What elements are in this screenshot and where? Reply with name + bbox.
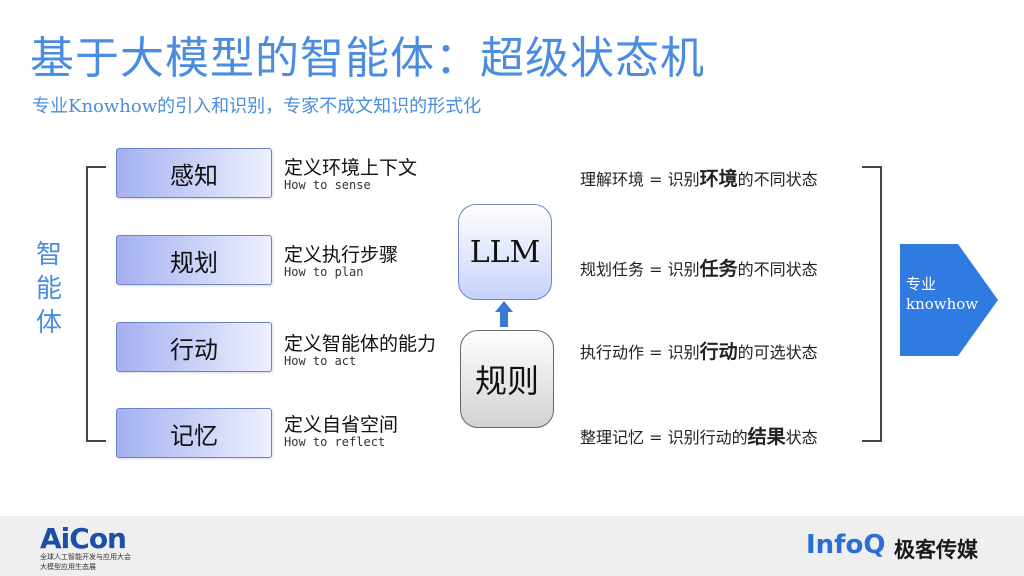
mapping-keyword: 行动 (699, 341, 738, 363)
aicon-tagline: 全球人工智能开发与应用大会 (40, 553, 131, 561)
mapping-post: 的不同状态 (737, 260, 818, 279)
stage-desc-zh: 定义智能体的能力 (284, 333, 437, 355)
mapping-post: 的不同状态 (737, 170, 818, 189)
infoq-logo: InfoQ (806, 530, 886, 560)
stage-box-act: 行动 (116, 322, 272, 372)
mapping-pre: 执行动作 = 识别 (580, 343, 700, 362)
stage-box-sense: 感知 (116, 148, 272, 198)
left-bracket (86, 166, 106, 442)
stage-desc-sense: 定义环境上下文 How to sense (284, 157, 417, 192)
mapping-environment: 理解环境 = 识别环境的不同状态 (580, 162, 852, 197)
stage-desc-zh: 定义执行步骤 (284, 244, 399, 266)
stage-desc-zh: 定义环境上下文 (284, 157, 418, 179)
mapping-keyword: 任务 (699, 258, 738, 280)
footer-bar (0, 516, 1024, 576)
mapping-post: 的可选状态 (737, 343, 818, 362)
aicon-logo: AiCon (40, 522, 127, 555)
arrow-label-line: 专业 (906, 275, 937, 293)
right-arrow-icon (900, 244, 998, 356)
stage-desc-act: 定义智能体的能力 How to act (284, 333, 436, 368)
knowhow-arrow-label: 专业 knowhow (906, 274, 978, 314)
agent-vertical-label: 智 能 体 (36, 238, 62, 340)
geek-media-logo: 极客传媒 (894, 538, 978, 562)
mapping-action: 执行动作 = 识别行动的可选状态 (580, 335, 852, 370)
stage-desc-en: How to sense (284, 178, 371, 192)
up-arrow-icon (495, 301, 513, 327)
stage-desc-en: How to plan (284, 265, 364, 279)
aicon-tagline: 大模型应用生态展 (40, 563, 96, 571)
mapping-keyword: 环境 (699, 168, 738, 190)
mapping-memory: 整理记忆 = 识别行动的结果状态 (580, 420, 852, 455)
stage-box-reflect: 记忆 (116, 408, 272, 458)
right-bracket (862, 166, 882, 442)
stage-desc-en: How to reflect (284, 435, 386, 449)
stage-desc-reflect: 定义自省空间 How to reflect (284, 414, 398, 449)
vertical-char: 能 (36, 274, 63, 304)
mapping-keyword: 结果 (747, 426, 786, 448)
page-title: 基于大模型的智能体：超级状态机 (30, 33, 705, 84)
vertical-char: 体 (36, 308, 63, 338)
page-subtitle: 专业Knowhow的引入和识别，专家不成文知识的形式化 (32, 96, 482, 117)
stage-desc-zh: 定义自省空间 (284, 414, 399, 436)
vertical-char: 智 (36, 240, 63, 270)
stage-desc-plan: 定义执行步骤 How to plan (284, 244, 398, 279)
arrow-label-line: knowhow (906, 295, 979, 313)
llm-box: LLM (458, 204, 552, 300)
mapping-pre: 理解环境 = 识别 (580, 170, 700, 189)
rule-box: 规则 (460, 330, 554, 428)
stage-box-plan: 规划 (116, 235, 272, 285)
mapping-task: 规划任务 = 识别任务的不同状态 (580, 252, 852, 287)
mapping-pre: 规划任务 = 识别 (580, 260, 700, 279)
mapping-pre: 整理记忆 = 识别行动的 (580, 428, 748, 447)
stage-desc-en: How to act (284, 354, 357, 368)
mapping-post: 状态 (785, 428, 818, 447)
